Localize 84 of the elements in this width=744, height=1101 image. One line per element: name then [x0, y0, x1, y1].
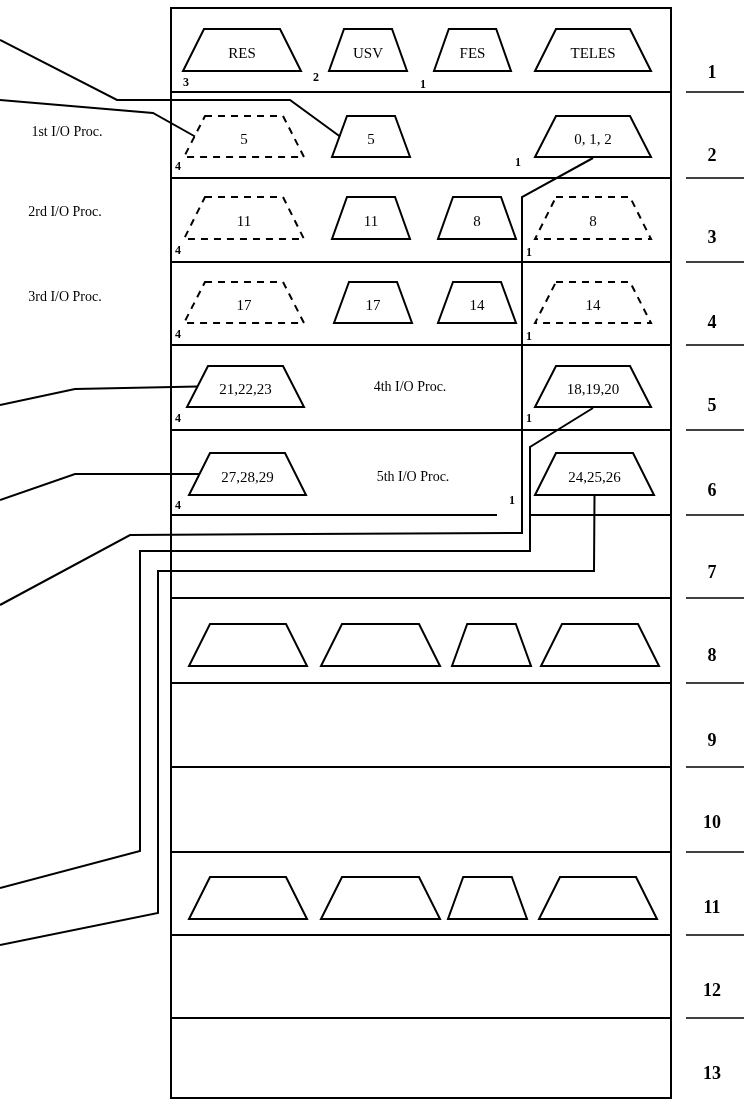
row-number: 1 [707, 61, 717, 83]
trapezoid [534, 452, 655, 496]
trapezoid [534, 28, 652, 72]
unit-label: 14 [585, 296, 601, 314]
row-number: 12 [703, 979, 721, 1001]
row-number: 8 [707, 644, 717, 666]
unit-label: 8 [589, 212, 597, 230]
row-number: 13 [703, 1062, 721, 1084]
leader-line [0, 157, 594, 606]
leader-line [0, 39, 341, 138]
trapezoid [186, 365, 305, 408]
dashed-trapezoid [183, 281, 305, 324]
processor-label: 3rd I/O Proc. [28, 289, 102, 305]
trapezoid [534, 115, 652, 158]
position-number: 3 [183, 74, 189, 90]
position-number: 1 [509, 492, 515, 508]
unit-label: 11 [363, 212, 379, 230]
unit-label: 5 [240, 130, 248, 148]
position-number: 1 [526, 328, 532, 344]
unit-label: 18,19,20 [566, 380, 620, 398]
leader-line [0, 473, 201, 501]
processor-label: 2rd I/O Proc. [28, 204, 102, 220]
position-number: 4 [175, 158, 181, 174]
row-number: 2 [707, 144, 717, 166]
position-number: 4 [175, 242, 181, 258]
dashed-trapezoid [534, 281, 652, 324]
trapezoid [534, 365, 652, 408]
unit-label: 27,28,29 [221, 468, 274, 486]
row-number: 7 [707, 561, 717, 583]
unit-label: FES [459, 44, 486, 62]
trapezoid [320, 876, 441, 920]
position-number: 2 [313, 69, 319, 85]
position-number: 1 [420, 76, 426, 92]
dashed-trapezoid [183, 196, 305, 240]
unit-label: 17 [365, 296, 381, 314]
unit-label: 11 [236, 212, 252, 230]
processor-label: 1st I/O Proc. [31, 124, 103, 140]
trapezoid [182, 28, 302, 72]
trapezoid [320, 623, 441, 667]
row-number: 10 [703, 811, 721, 833]
dashed-trapezoid [183, 115, 305, 158]
leader-line [0, 495, 596, 946]
leader-line [0, 407, 594, 889]
unit-label: 8 [473, 212, 481, 230]
trapezoid [433, 28, 512, 72]
row-number: 6 [707, 479, 717, 501]
trapezoid [188, 876, 308, 920]
unit-label: 21,22,23 [219, 380, 272, 398]
trapezoid [188, 623, 308, 667]
trapezoid [540, 623, 660, 667]
dashed-trapezoid [534, 196, 652, 240]
position-number: 1 [526, 410, 532, 426]
row-number: 3 [707, 226, 717, 248]
position-number: 4 [175, 410, 181, 426]
processor-label: 4th I/O Proc. [373, 379, 447, 395]
unit-label: RES [228, 44, 256, 62]
leader-line [0, 99, 196, 138]
row-number: 4 [707, 311, 717, 333]
processor-label: 5th I/O Proc. [376, 469, 450, 485]
unit-label: 14 [469, 296, 485, 314]
position-number: 4 [175, 326, 181, 342]
unit-label: 5 [367, 130, 375, 148]
trapezoid [331, 196, 411, 240]
unit-label: USV [353, 44, 383, 62]
trapezoid [188, 452, 307, 496]
trapezoid [451, 623, 532, 667]
trapezoid [437, 281, 517, 324]
trapezoid [333, 281, 413, 324]
position-number: 1 [515, 154, 521, 170]
unit-label: 24,25,26 [568, 468, 621, 486]
row-number: 5 [707, 394, 717, 416]
row-number: 9 [707, 729, 717, 751]
unit-label: 17 [236, 296, 252, 314]
row-number: 11 [703, 896, 721, 918]
leader-line [0, 385, 199, 406]
position-number: 1 [526, 244, 532, 260]
trapezoid [447, 876, 528, 920]
unit-label: 0, 1, 2 [574, 130, 612, 148]
trapezoid [437, 196, 517, 240]
unit-label: TELES [570, 44, 616, 62]
trapezoid [331, 115, 411, 158]
trapezoid [538, 876, 658, 920]
trapezoid [328, 28, 408, 72]
position-number: 4 [175, 497, 181, 513]
